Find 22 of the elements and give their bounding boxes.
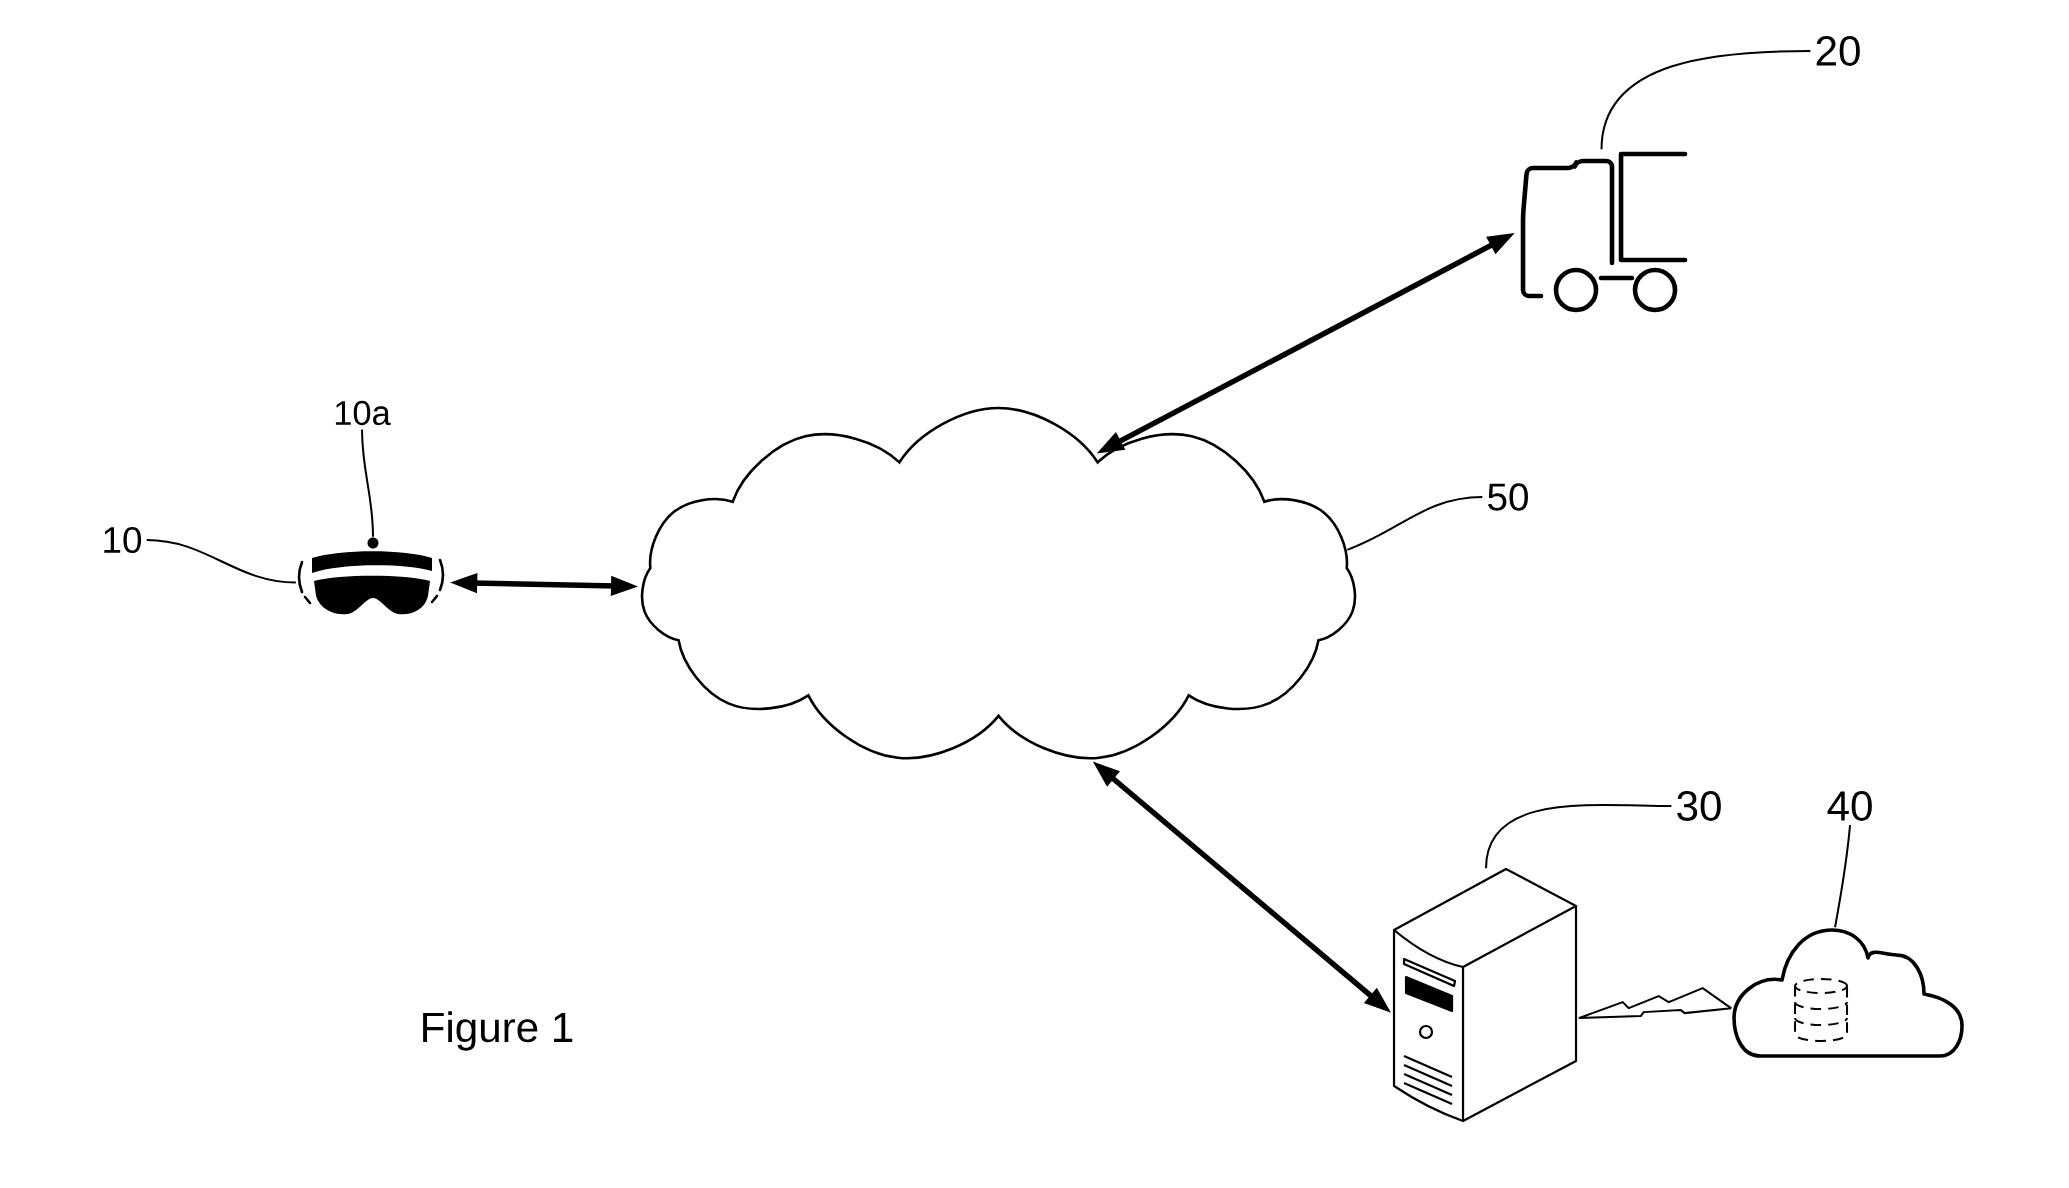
network-cloud (640, 406, 1357, 760)
figure-caption: Figure 1 (423, 1011, 573, 1051)
server-tower (1392, 867, 1578, 1123)
callout-number: 30 (1677, 791, 1721, 821)
arrow (1096, 232, 1515, 454)
callout-number: 10a (335, 400, 391, 426)
leader-line (1834, 824, 1852, 929)
leader-line (145, 539, 297, 584)
callout-number: 40 (1827, 791, 1872, 821)
arrow (450, 573, 639, 596)
arrow (1092, 761, 1392, 1013)
leader-line (1600, 50, 1812, 151)
storage-cloud (1732, 928, 1964, 1058)
leader-line (361, 428, 374, 538)
callout-number: 20 (1816, 36, 1860, 66)
callout-number: 10 (104, 526, 142, 554)
truck-icon (1520, 151, 1688, 313)
lightning-bolt (1577, 986, 1733, 1020)
leader-line (1346, 496, 1484, 551)
callout-number: 50 (1488, 483, 1528, 511)
leader-line (1485, 804, 1673, 870)
headset-icon (297, 551, 445, 615)
